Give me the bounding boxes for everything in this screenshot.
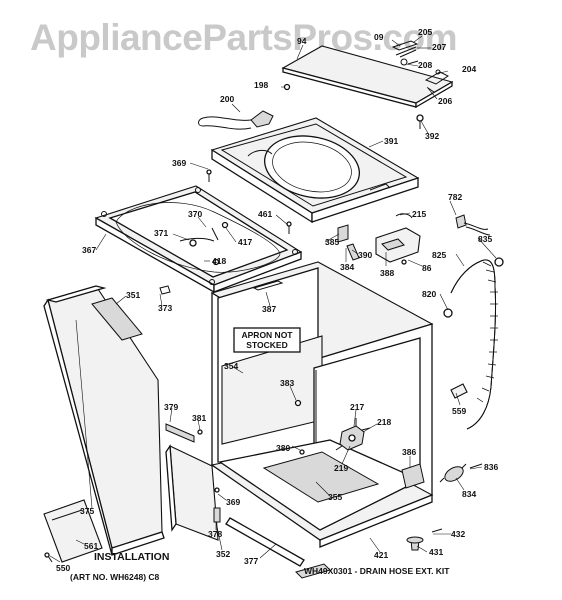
toe-panel-part: [165, 444, 219, 541]
installation-label: INSTALLATION: [94, 551, 169, 563]
callout-385: 385: [325, 237, 339, 247]
callout-561: 561: [84, 541, 98, 551]
callout-383: 383: [280, 378, 294, 388]
callout-355: 355: [328, 492, 342, 502]
callout-208: 208: [418, 60, 432, 70]
callout-218: 218: [377, 417, 391, 427]
screw-part: [44, 552, 53, 563]
callout-782: 782: [448, 192, 462, 202]
callout-367: 367: [82, 245, 96, 255]
callout-09: 09: [374, 32, 384, 42]
hose-guide-part: [450, 383, 468, 399]
callout-431: 431: [429, 547, 443, 557]
callout-204: 204: [462, 64, 476, 74]
callout-380: 380: [276, 443, 290, 453]
callout-432: 432: [451, 529, 465, 539]
callout-835: 835: [478, 234, 492, 244]
drain-hose-kit-note: WH49X0301 - DRAIN HOSE EXT. KIT: [304, 566, 450, 576]
callout-373: 373: [158, 303, 172, 313]
callout-421: 421: [374, 550, 388, 560]
wire-harness-part: [455, 214, 491, 236]
side-panel-part: [43, 285, 165, 556]
watermark-text: AppliancePartsPros.com: [30, 17, 457, 58]
base-rail-part: [225, 517, 331, 579]
callout-379: 379: [164, 402, 178, 412]
screw-part: [286, 221, 292, 234]
callout-391: 391: [384, 136, 398, 146]
callout-351: 351: [126, 290, 140, 300]
cabinet-part: [210, 261, 434, 548]
lid-switch-part: [198, 83, 291, 130]
callout-388: 388: [380, 268, 394, 278]
screw-part: [206, 169, 212, 182]
callout-387: 387: [262, 304, 276, 314]
callout-206: 206: [438, 96, 452, 106]
callout-86: 86: [422, 263, 432, 273]
callout-377: 377: [244, 556, 258, 566]
installation-booklet-part: [43, 499, 103, 563]
drain-hose-part: [443, 257, 504, 430]
callout-205: 205: [418, 27, 432, 37]
apron-note-line1: APRON NOT: [242, 330, 294, 340]
callout-369-bottom: 369: [226, 497, 240, 507]
callout-461: 461: [258, 209, 272, 219]
callout-820: 820: [422, 289, 436, 299]
callout-392: 392: [425, 131, 439, 141]
side-rail-part: [159, 285, 203, 443]
callout-825: 825: [432, 250, 446, 260]
callout-200: 200: [220, 94, 234, 104]
screw-part: [213, 487, 221, 523]
callout-418: 418: [212, 256, 226, 266]
callout-375: 375: [80, 506, 94, 516]
callout-559: 559: [452, 406, 466, 416]
main-top-cover-part: [210, 117, 420, 224]
leveling-leg-part: [406, 528, 443, 551]
callout-371: 371: [154, 228, 168, 238]
callout-378: 378: [208, 529, 222, 539]
top-lid-part: [281, 45, 454, 109]
callout-381: 381: [192, 413, 206, 423]
callout-labels: 94 09 205 207 208 204 198 200 206 392 39…: [56, 27, 498, 573]
callout-390: 390: [358, 250, 372, 260]
tub-frame-part: [94, 185, 303, 294]
callout-352: 352: [216, 549, 230, 559]
callout-386: 386: [402, 447, 416, 457]
callout-550: 550: [56, 563, 70, 573]
callout-384: 384: [340, 262, 354, 272]
callout-834: 834: [462, 489, 476, 499]
switch-bracket-parts: [337, 213, 421, 265]
callout-370: 370: [188, 209, 202, 219]
callout-217: 217: [350, 402, 364, 412]
callout-219: 219: [334, 463, 348, 473]
callout-417: 417: [238, 237, 252, 247]
drain-pump-part: [439, 463, 483, 483]
art-number: (ART NO. WH6248) C8: [70, 572, 160, 582]
callout-836: 836: [484, 462, 498, 472]
callout-207: 207: [432, 42, 446, 52]
callout-94: 94: [297, 36, 307, 46]
callout-215: 215: [412, 209, 426, 219]
apron-note-line2: STOCKED: [246, 340, 287, 350]
callout-354: 354: [224, 361, 238, 371]
callout-369-top: 369: [172, 158, 186, 168]
callout-198: 198: [254, 80, 268, 90]
leader-lines: [49, 35, 497, 563]
lid-hinge-parts: [391, 40, 449, 129]
